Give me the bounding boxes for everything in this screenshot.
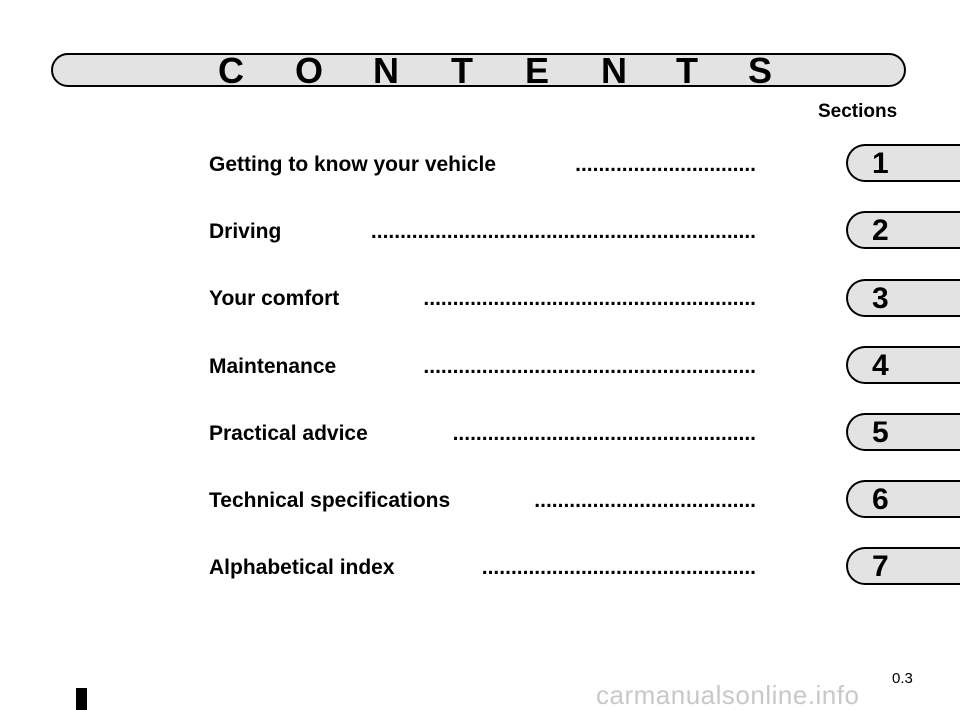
toc-entry-leader: ........................................… <box>452 422 756 445</box>
toc-entry-title: Driving <box>209 220 282 243</box>
toc-entry-leader: ........................................… <box>423 355 756 378</box>
toc-entry-leader: ...................................... <box>534 489 756 512</box>
title-letter-t: T <box>451 50 473 91</box>
section-tab-1[interactable]: 1 <box>846 144 960 182</box>
watermark-text: carmanualsonline.info <box>596 680 860 710</box>
toc-entry-leader: ........................................… <box>370 220 756 243</box>
title-letter-s: S <box>747 50 772 91</box>
section-tab-7[interactable]: 7 <box>846 547 960 585</box>
toc-entry-title: Your comfort <box>209 287 340 310</box>
section-tab-number: 4 <box>872 349 889 382</box>
title-letter-t: T <box>676 50 698 91</box>
contents-title-banner <box>51 53 906 87</box>
toc-entry-leader: ........................................… <box>423 287 756 310</box>
section-tab-number: 5 <box>872 416 889 449</box>
toc-entry-leader: ........................................… <box>481 556 756 579</box>
toc-entry-title: Getting to know your vehicle <box>209 153 497 176</box>
toc-entry-getting-to-know[interactable]: Getting to know your vehicle ...........… <box>209 151 756 179</box>
title-letter-e: E <box>524 50 549 91</box>
section-tab-number: 1 <box>872 147 889 180</box>
section-tab-5[interactable]: 5 <box>846 413 960 451</box>
section-tab-4[interactable]: 4 <box>846 346 960 384</box>
page-number: 0.3 <box>892 670 913 687</box>
toc-entry-your-comfort[interactable]: Your comfort ...........................… <box>209 285 756 313</box>
section-tab-3[interactable]: 3 <box>846 279 960 317</box>
toc-entry-leader: ............................... <box>575 153 756 176</box>
title-letter-n: N <box>373 50 399 91</box>
toc-entry-technical-specifications[interactable]: Technical specifications ...............… <box>209 487 756 515</box>
section-tab-number: 6 <box>872 483 889 516</box>
toc-entry-title: Practical advice <box>209 422 368 445</box>
toc-entry-title: Technical specifications <box>209 489 451 512</box>
toc-entry-practical-advice[interactable]: Practical advice .......................… <box>209 420 756 448</box>
title-letter-c: C <box>218 50 244 91</box>
toc-entry-maintenance[interactable]: Maintenance ............................… <box>209 353 756 381</box>
toc-entry-title: Alphabetical index <box>209 556 395 579</box>
toc-entry-driving[interactable]: Driving ................................… <box>209 218 756 246</box>
toc-entry-title: Maintenance <box>209 355 337 378</box>
section-tab-2[interactable]: 2 <box>846 211 960 249</box>
corner-bar-mark <box>76 688 87 710</box>
section-tab-6[interactable]: 6 <box>846 480 960 518</box>
toc-entry-alphabetical-index[interactable]: Alphabetical index .....................… <box>209 554 756 582</box>
sections-label: Sections <box>818 101 898 122</box>
section-tab-number: 2 <box>872 214 889 247</box>
title-letter-o: O <box>294 50 323 91</box>
section-tab-number: 3 <box>872 282 889 315</box>
section-tab-number: 7 <box>872 550 889 583</box>
title-letter-n: N <box>601 50 627 91</box>
